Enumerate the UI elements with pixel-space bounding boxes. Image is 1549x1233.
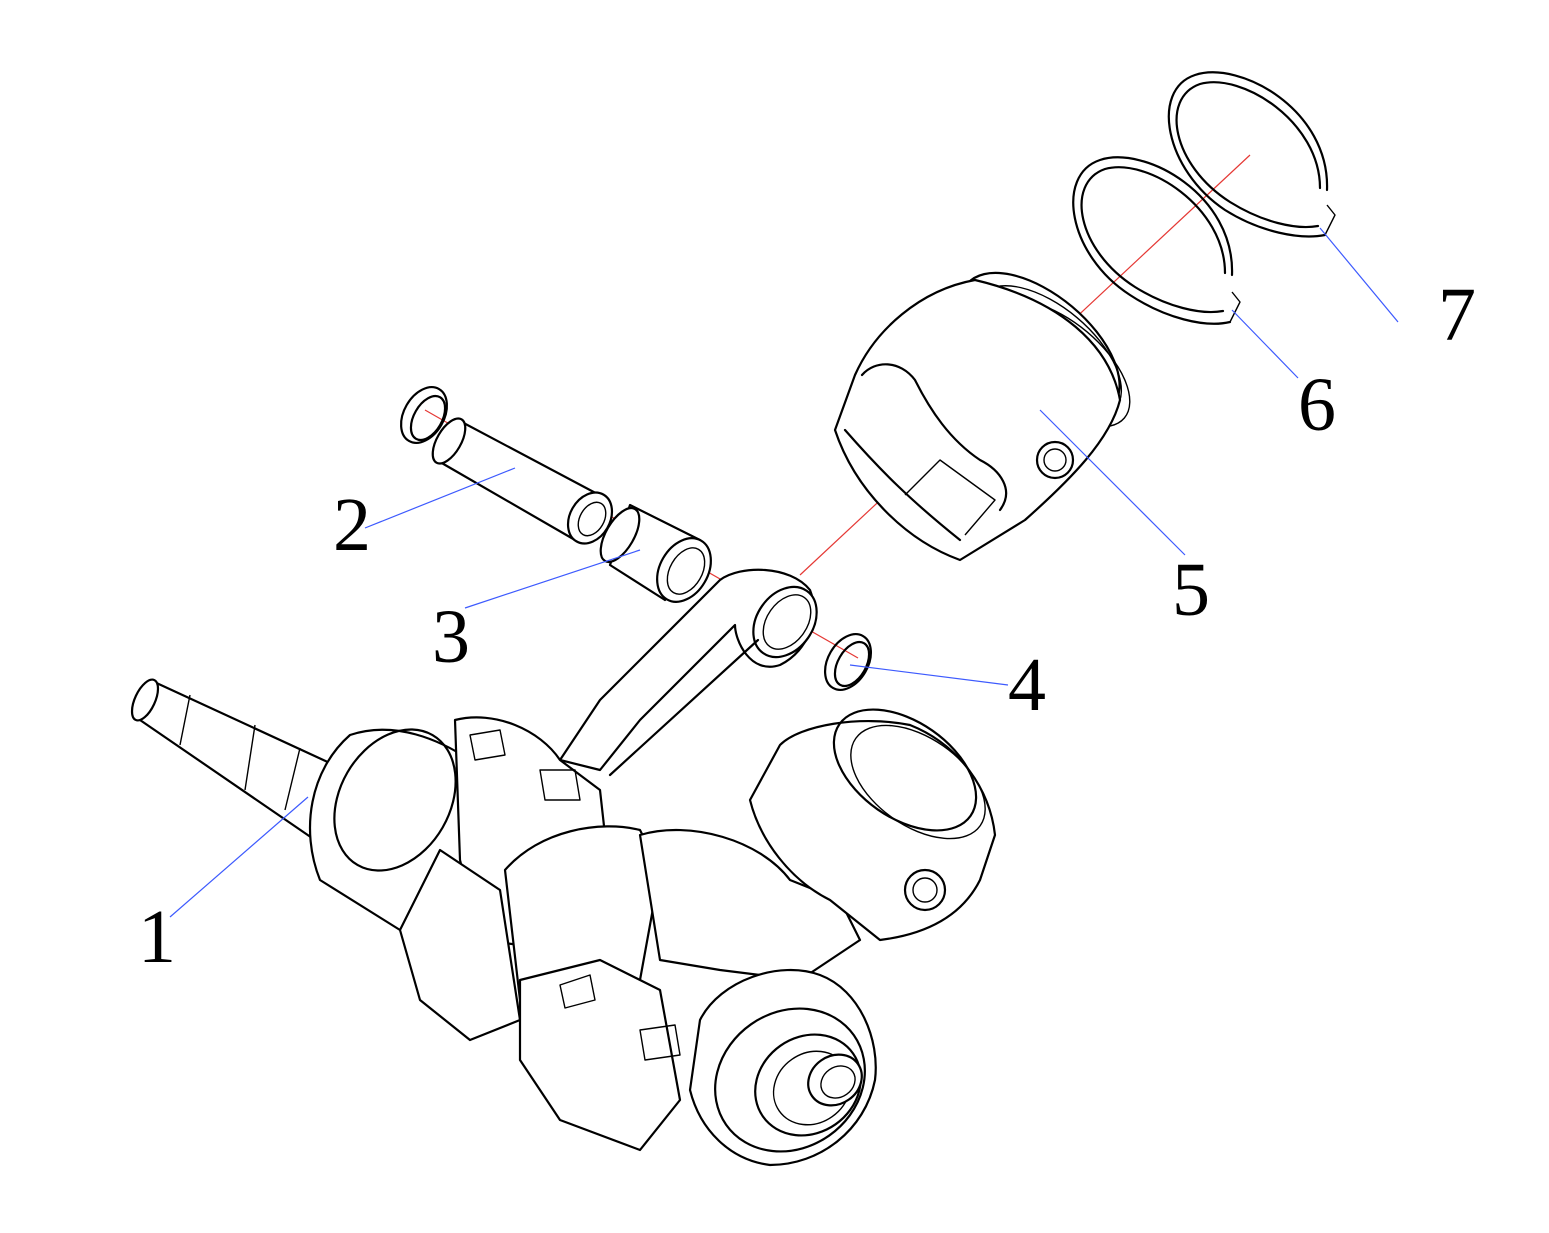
leader-lines (169, 227, 1399, 918)
leader-3 (464, 549, 641, 609)
connecting-rod (558, 568, 818, 777)
piston-ring-second (1072, 156, 1241, 325)
leader-1 (169, 796, 309, 918)
leader-7 (1319, 227, 1399, 323)
callout-3: 3 (432, 595, 470, 679)
assembly-axes (424, 154, 1251, 659)
callout-1: 1 (138, 895, 176, 979)
callout-7: 7 (1438, 273, 1476, 357)
wrist-pin (399, 386, 614, 545)
piston-ring-top (1167, 71, 1336, 238)
leader-2 (364, 467, 516, 529)
leader-4 (849, 664, 1009, 686)
callout-2: 2 (333, 483, 371, 567)
callout-4: 4 (1008, 643, 1046, 727)
needle-bearing (599, 503, 712, 603)
callout-6: 6 (1298, 363, 1336, 447)
callout-labels: 1 2 3 4 5 6 7 (138, 273, 1476, 979)
callout-5: 5 (1172, 548, 1210, 632)
crankshaft-assembly (130, 678, 997, 1167)
circlip (823, 633, 873, 691)
leader-6 (1231, 309, 1299, 379)
leader-5 (1039, 409, 1186, 556)
piston (833, 271, 1131, 562)
